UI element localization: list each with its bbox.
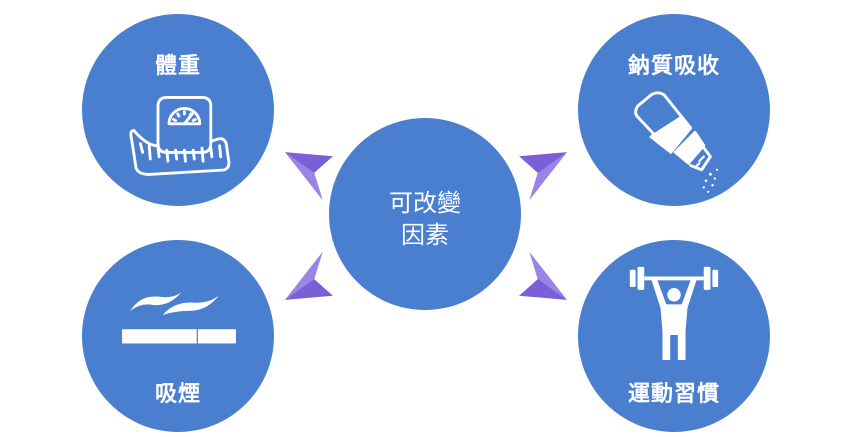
scale-tape-icon: [129, 95, 231, 176]
factor-exercise: 運動習慣: [578, 240, 770, 432]
factor-smoking: 吸煙: [82, 240, 274, 432]
factor-sodium: 鈉質吸收: [578, 14, 770, 206]
arrow-to-weight: [285, 152, 333, 200]
factor-exercise-label: 運動習慣: [627, 381, 720, 406]
factor-weight-label: 體重: [154, 53, 201, 78]
center-node: 可改變 因素: [329, 118, 521, 310]
weightlifter-icon: [629, 266, 719, 360]
center-label-line2: 因素: [401, 222, 449, 249]
arrow-to-smoking: [285, 252, 333, 300]
cigarette-icon: [122, 292, 236, 345]
factor-weight: 體重: [82, 14, 274, 206]
factor-smoking-label: 吸煙: [154, 381, 201, 406]
arrow-to-sodium: [519, 152, 567, 200]
salt-shaker-icon: [634, 91, 719, 193]
arrow-to-exercise: [519, 252, 567, 300]
center-label: 可改變 因素: [329, 188, 521, 252]
factor-sodium-label: 鈉質吸收: [627, 53, 720, 78]
center-label-line1: 可改變: [389, 190, 461, 217]
